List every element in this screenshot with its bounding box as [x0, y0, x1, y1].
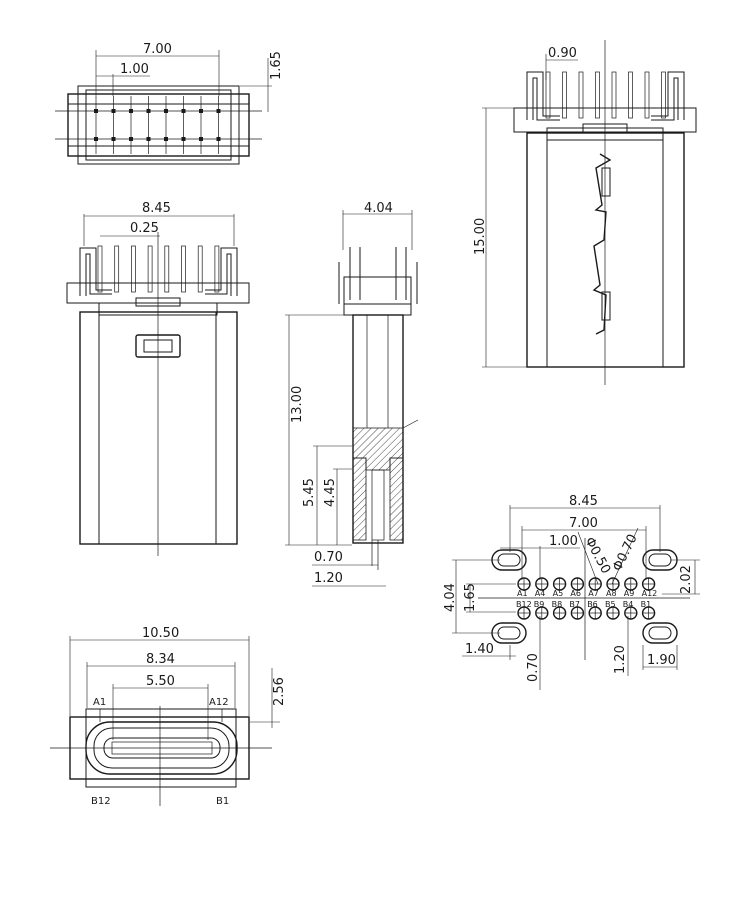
top-pin-dot [146, 137, 151, 141]
pad-b-label: B12 [516, 600, 532, 609]
pad-b-label: B4 [623, 600, 634, 609]
fp-dim-right: 2.02 [679, 565, 694, 594]
pad-b-label: B5 [605, 600, 616, 609]
top-pin-dot [216, 109, 221, 113]
end-dim-outer: 10.50 [142, 626, 179, 641]
side-dim-length: 13.00 [290, 386, 305, 423]
footprint-row-a [517, 577, 656, 591]
right-pin [661, 71, 666, 119]
pad-b-label: B9 [534, 600, 545, 609]
front-pin [197, 245, 203, 293]
pad-a-label: A4 [535, 589, 546, 598]
end-view: 10.50 8.34 5.50 2.56 A1 A12 B12 B1 [50, 626, 287, 807]
top-pin-dot [111, 137, 116, 141]
pad-b-label: B6 [587, 600, 598, 609]
end-label-b1: B1 [216, 796, 229, 807]
front-dim-pin: 0.25 [130, 221, 159, 236]
pad-a-label: A5 [553, 589, 564, 598]
end-label-b12: B12 [91, 796, 111, 807]
top-pin-array [94, 96, 221, 154]
slot-bottom-right [642, 622, 678, 644]
side-dim-d: 1.20 [314, 571, 343, 586]
top-pin-dot [164, 109, 168, 113]
end-dim-height: 2.56 [272, 677, 287, 706]
front-dim-width: 8.45 [142, 201, 171, 216]
top-pin-dot [129, 137, 133, 141]
top-pin-dot [216, 137, 221, 141]
right-pin [628, 71, 633, 119]
pad-a-label: A7 [588, 589, 599, 598]
right-pin [545, 71, 551, 119]
front-pin [97, 245, 103, 293]
top-dim-pitch: 1.00 [120, 62, 149, 77]
right-dim-length: 15.00 [473, 218, 488, 255]
side-section-view: 4.04 13.00 5.45 4.45 0.70 1.20 [285, 201, 419, 587]
top-pin-dot [94, 109, 98, 113]
top-dim-height: 1.65 [269, 51, 284, 80]
end-label-a1: A1 [93, 697, 106, 708]
fp-dim-hole-small: Φ0.50 [581, 535, 613, 577]
fp-dim-height: 4.04 [443, 583, 458, 612]
fp-dim-hole-large: Φ0.70 [610, 532, 641, 574]
front-pin [181, 245, 186, 293]
top-pin-dot [129, 109, 133, 113]
right-pin-comb [545, 71, 666, 119]
front-pin [164, 245, 170, 293]
front-pin [131, 245, 136, 293]
right-pin [578, 71, 584, 119]
end-dim-mid: 8.34 [146, 652, 175, 667]
right-pin [595, 71, 600, 119]
top-pin-dot [199, 109, 203, 113]
pad-b-label: B1 [641, 600, 652, 609]
fp-dim-outer: 8.45 [569, 494, 598, 509]
right-dim-pitch: 0.90 [548, 46, 577, 61]
fp-dim-left-bottom: 1.40 [465, 642, 494, 657]
front-pin-comb [97, 245, 220, 293]
top-pin-dot [199, 137, 203, 141]
front-view: 8.45 0.25 [66, 201, 250, 556]
pad-b-label: B7 [569, 600, 580, 609]
right-pin [611, 71, 617, 119]
footprint-row-b [517, 606, 656, 620]
right-pin [644, 71, 650, 119]
fp-dim-row: 1.65 [463, 583, 478, 612]
pad-a-label: A1 [517, 589, 528, 598]
front-pin [214, 245, 220, 293]
side-dim-b: 4.45 [323, 478, 338, 507]
top-dim-width: 7.00 [143, 42, 172, 57]
top-pin-dot [181, 109, 186, 113]
side-dim-width: 4.04 [364, 201, 393, 216]
pad-a-label: A9 [624, 589, 635, 598]
side-dim-c: 0.70 [314, 550, 343, 565]
fp-dim-slot: 1.90 [647, 653, 676, 668]
pad-a-label: A6 [570, 589, 581, 598]
top-view: 7.00 1.00 1.65 [55, 42, 284, 165]
top-pin-dot [164, 137, 168, 141]
front-pin [114, 245, 120, 293]
top-pin-dot [181, 137, 186, 141]
side-dim-a: 5.45 [302, 478, 317, 507]
pad-b-label: B8 [552, 600, 563, 609]
end-label-a12: A12 [209, 697, 229, 708]
pad-a-label: A12 [642, 589, 658, 598]
top-pin-dot [146, 109, 151, 113]
top-pin-dot [94, 137, 98, 141]
right-pin [562, 71, 567, 119]
end-dim-inner: 5.50 [146, 674, 175, 689]
right-side-view: 0.90 15.00 [473, 40, 697, 385]
top-pin-dot [111, 109, 116, 113]
pad-a-label: A8 [606, 589, 617, 598]
fp-dim-b-pitch: 0.70 [526, 653, 541, 682]
fp-dim-c-pitch: 1.20 [613, 645, 628, 674]
fp-dim-pitch: 1.00 [549, 534, 578, 549]
front-pin [147, 245, 153, 293]
fp-dim-inner: 7.00 [569, 516, 598, 531]
